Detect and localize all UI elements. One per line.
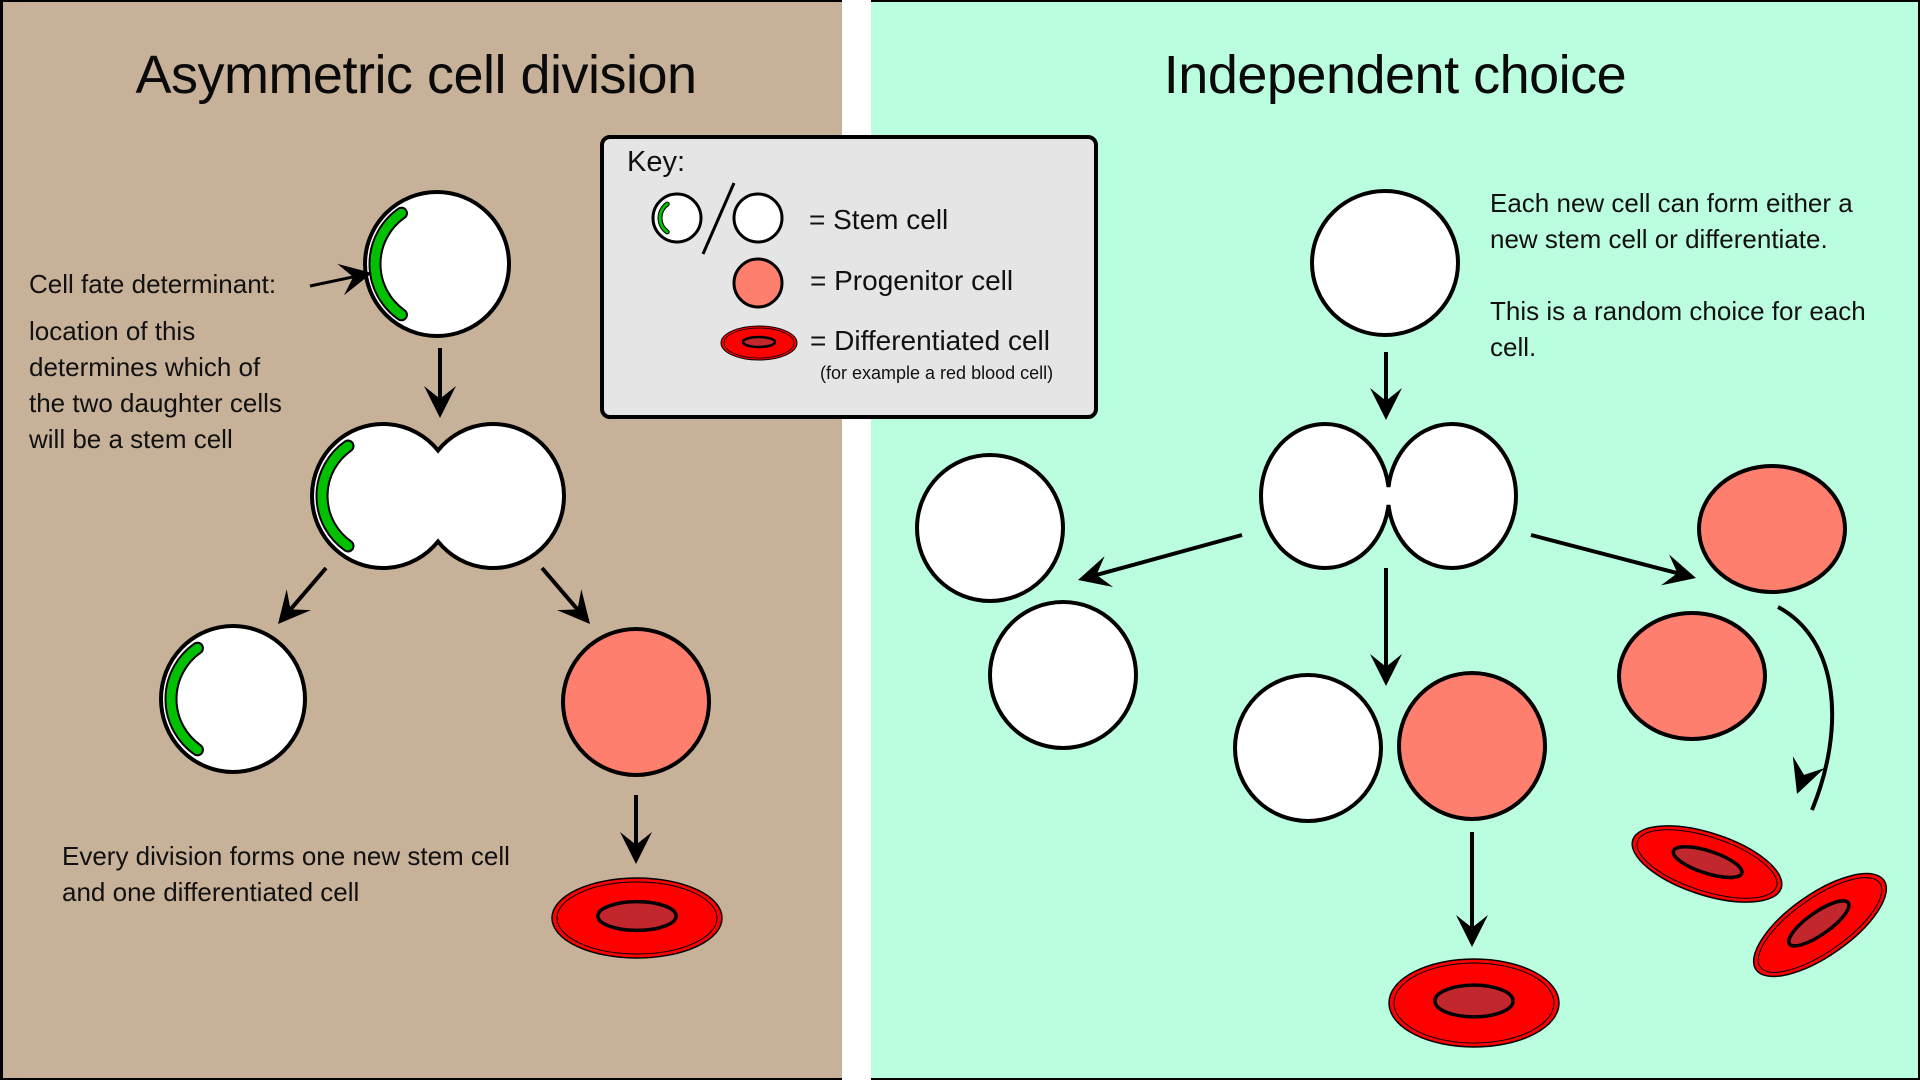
arrowhead-icon [1370,388,1402,420]
key-stem-cell-icon [732,192,784,244]
key-note-differentiated: (for example a red blood cell) [820,363,1054,383]
note-line: cell. [1490,332,1537,362]
progenitor-cell [1397,671,1547,821]
dividing-cell-outline [310,422,566,570]
determinant-label: Cell fate determinant: [29,269,277,299]
arrowhead-icon [1370,654,1402,686]
rbc-rim [1393,962,1555,1044]
arrowhead-icon [620,832,652,864]
right-panel-title: Independent choice [1163,45,1627,105]
rbc-center [1671,844,1744,880]
arrow-shaft [284,566,328,617]
arrow [540,566,590,624]
progenitor-cell [1697,464,1847,594]
description-line: new stem cell or differentiate. [1490,224,1828,254]
rbc-rim [1636,829,1778,899]
arrow [278,566,328,624]
stem-cell [988,600,1138,750]
arrow [1530,533,1696,586]
dividing-cell-outline [1259,422,1518,570]
arrow [309,263,372,296]
arrow-shaft [1089,533,1243,579]
cell-membrane [1310,189,1460,337]
rbc-center [596,899,678,933]
curved-arrow [1777,605,1835,811]
stem-cell [1310,189,1460,337]
arrowhead-icon [1660,554,1696,586]
slash-divider [701,182,736,255]
arrow-shaft [1530,533,1685,577]
key-label-progenitor: = Progenitor cell [810,265,1014,296]
key-legend [600,135,1098,419]
differentiated-cell [551,877,723,959]
progenitor-cell [1617,611,1767,741]
differentiated-cell [1388,958,1560,1048]
arrowhead-icon [337,263,372,296]
dividing-cell [1259,422,1518,570]
arrowhead-icon [1456,915,1488,947]
cell-membrane [1233,673,1383,823]
arrow [424,348,456,418]
arrowhead-icon [424,386,456,418]
arrow [620,795,652,864]
arrowhead-icon [1078,556,1114,587]
description-line: Each new cell can form either a [1490,188,1853,218]
rbc-rim [1757,877,1883,973]
cell-fate-determinant [658,202,669,234]
stem-cell [1233,673,1383,823]
arrow-shaft [540,566,584,617]
key-title: Key: [627,146,686,178]
annotation-line: the two daughter cells [29,388,282,418]
arrow [1370,352,1402,420]
key-label-stem: = Stem cell [809,204,949,235]
arrow-shaft [309,273,361,288]
cell-membrane [915,453,1065,603]
cell-membrane [159,624,307,774]
summary-line: Every division forms one new stem cell [62,841,510,871]
arrow [1370,568,1402,686]
annotation-line: location of this [29,316,196,346]
rbc-center [741,335,777,349]
rbc-center [1787,899,1851,948]
key-stem-cell-with-determinant-icon [651,192,703,244]
stem-cell-with-determinant [363,190,511,338]
arrowhead-icon [1792,756,1825,794]
differentiated-cell [1631,825,1783,903]
cell-membrane [988,600,1138,750]
cell-fate-determinant [370,208,406,320]
key-label-differentiated: = Differentiated cell [810,325,1050,356]
rbc-rim [556,881,718,955]
progenitor-cell [561,627,711,777]
arrowhead-icon [278,589,311,624]
cell-fate-determinant [317,441,353,551]
summary-line: and one differentiated cell [62,877,360,907]
rbc-center [1433,983,1515,1019]
cell-membrane [363,190,511,338]
note-line: This is a random choice for each [1490,296,1866,326]
stem-cell-with-determinant [159,624,307,774]
arrow-shaft [1777,605,1835,811]
stem-cell [915,453,1065,603]
differentiated-cell [1752,872,1888,978]
cell-fate-determinant [166,643,202,755]
annotation-line: determines which of [29,352,261,382]
key-progenitor-cell-icon [732,257,784,309]
left-panel-title: Asymmetric cell division [135,45,697,105]
key-differentiated-cell-icon [720,325,798,361]
dividing-cell [310,422,566,570]
arrowhead-icon [557,589,590,624]
arrow [1456,832,1488,947]
arrow [1078,533,1243,587]
rbc-rim [723,327,795,359]
annotation-line: will be a stem cell [29,424,233,454]
